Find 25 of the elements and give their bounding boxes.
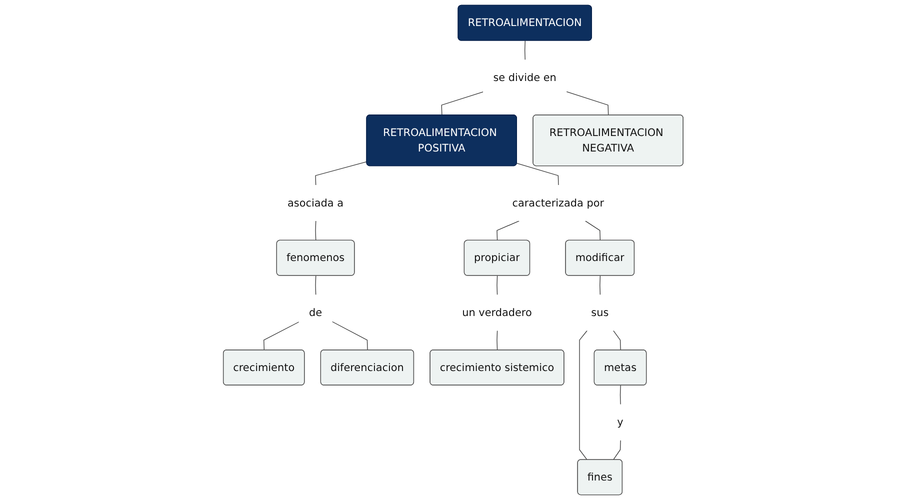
connector: [496, 330, 498, 351]
connector: [599, 275, 600, 296]
connector: [612, 440, 621, 460]
connector: [441, 91, 484, 116]
connector: [314, 161, 367, 186]
connector: [620, 385, 621, 406]
node-text: se divide en: [492, 71, 556, 84]
connector: [612, 330, 621, 351]
connector: [496, 220, 520, 241]
connector: [566, 91, 608, 116]
node-text: de: [308, 306, 322, 319]
connector: [314, 220, 316, 241]
node-text: un verdadero: [462, 306, 532, 319]
node-text: asociada a: [287, 196, 344, 209]
node-text: caracterizada por: [512, 196, 604, 209]
connector: [516, 163, 559, 186]
connector: [314, 275, 316, 296]
connector: [578, 330, 588, 460]
node-text: sus: [590, 306, 608, 319]
connector: [496, 275, 498, 296]
connector: [524, 40, 526, 61]
connector: [263, 321, 300, 351]
connector: [584, 220, 600, 241]
connector: [332, 321, 368, 351]
node-text: y: [616, 416, 624, 428]
